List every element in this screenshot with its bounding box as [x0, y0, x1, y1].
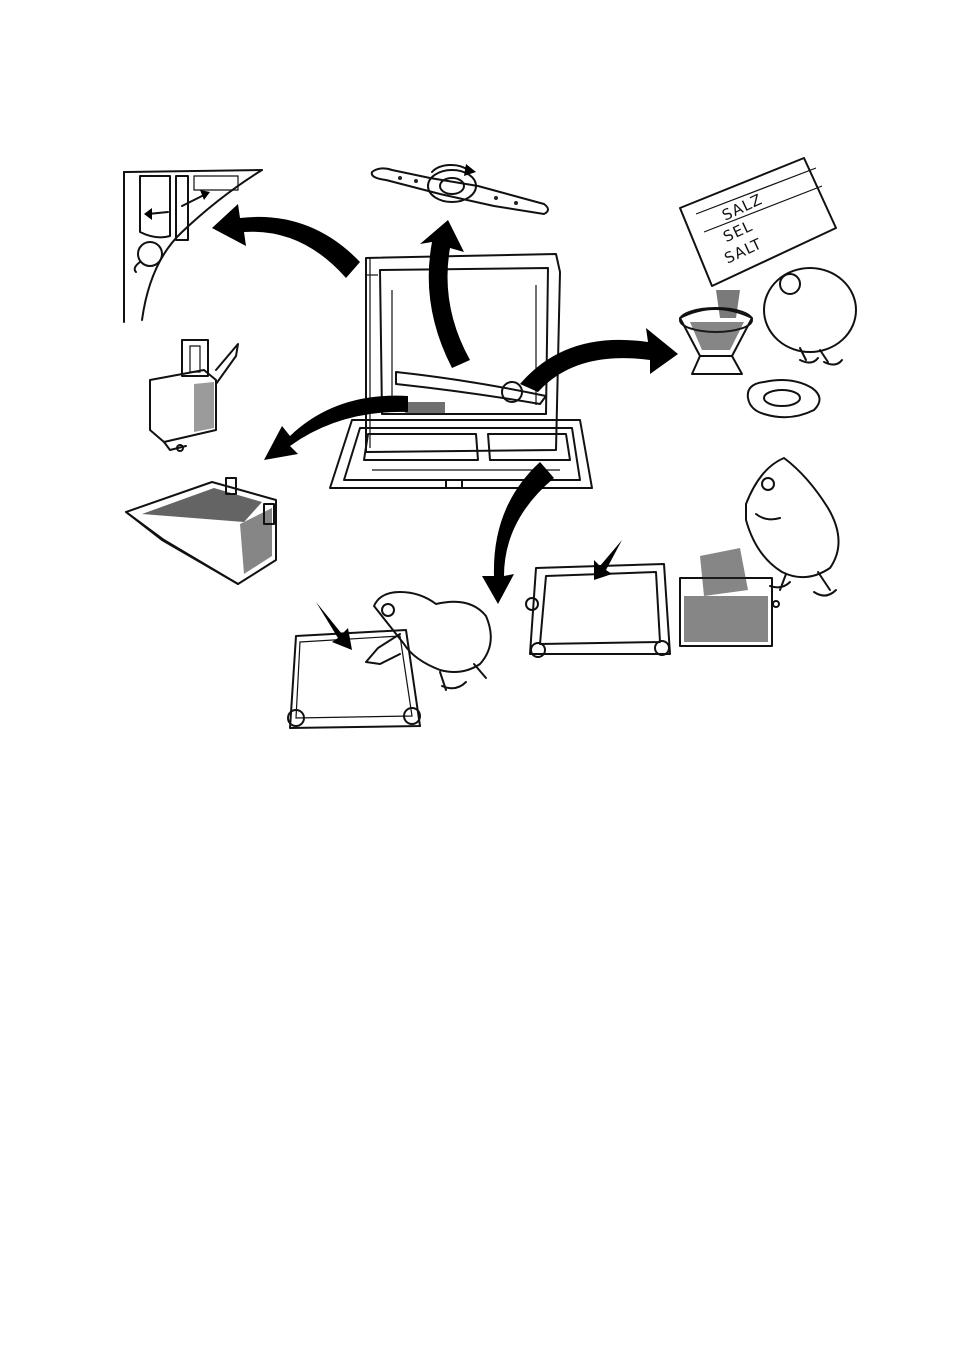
arrow-to-spray-arm: [420, 220, 470, 368]
arrow-to-filter: [482, 462, 554, 604]
spray-arm-illustration: [372, 164, 548, 214]
filter-cartridge-illustration: [150, 340, 238, 451]
basket-illustration: [126, 478, 276, 584]
arrow-to-dispenser: [212, 204, 360, 278]
filter-clean-illustration: [288, 592, 491, 728]
detergent-dispenser-illustration: [124, 170, 262, 322]
arrow-to-salt: [520, 328, 678, 392]
salt-refill-illustration: SALZ SEL SALT: [680, 158, 856, 417]
